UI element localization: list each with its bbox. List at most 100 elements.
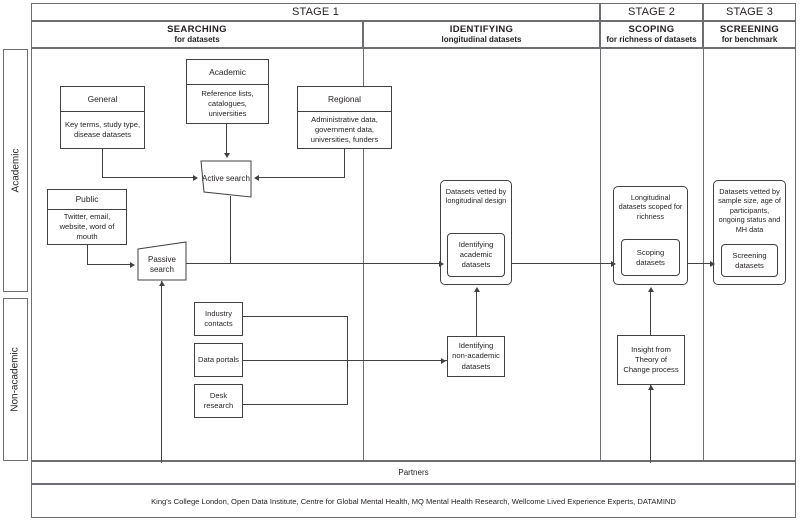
stage-3-header-cell xyxy=(703,3,796,21)
scoping-vetted-text: Longitudinal datasets scoped for richnes… xyxy=(618,193,683,221)
rail-academic: Academic xyxy=(3,49,28,292)
rail-academic-label: Academic xyxy=(10,148,21,193)
phase-screening-title: SCREENING xyxy=(719,24,780,36)
screening-datasets-label: Screening datasets xyxy=(732,250,767,270)
source-card-regional: Regional Administrative data, government… xyxy=(297,86,392,149)
stage-1-header-cell xyxy=(31,3,600,21)
connector-public-arrow xyxy=(130,261,135,268)
phase-searching-cell xyxy=(31,21,363,48)
scoping-vetted-container: Longitudinal datasets scoped for richnes… xyxy=(613,186,688,285)
column-divider-scoping xyxy=(600,48,601,461)
source-card-general-body: Key terms, study type, disease datasets xyxy=(64,119,141,139)
identifying-vetted-text: Datasets vetted by longitudinal design xyxy=(445,187,507,206)
process-passive-search: Passive search xyxy=(137,241,187,281)
rail-non-academic: Non-academic xyxy=(3,298,28,461)
phase-screening: SCREENING for benchmark xyxy=(703,21,796,48)
source-card-public-head: Public xyxy=(48,190,126,210)
connector-bus-main-arrow xyxy=(439,260,444,267)
connector-regional-arrow xyxy=(254,174,259,181)
column-divider-screening xyxy=(703,48,704,461)
connector-dataportals-to-identifying xyxy=(243,360,447,361)
connector-general-right xyxy=(102,177,194,178)
connector-insight-down-to-partners xyxy=(650,385,651,463)
phase-identifying-sub: longitudinal datasets xyxy=(441,35,522,45)
phase-screening-sub: for benchmark xyxy=(721,35,778,45)
identifying-non-academic-box: Identifying non-academic datasets xyxy=(447,336,505,377)
phase-screening-cell xyxy=(703,21,796,48)
connector-identifying-to-scoping-arrow xyxy=(611,260,616,267)
phase-identifying-title: IDENTIFYING xyxy=(449,24,514,36)
connector-academic-to-active xyxy=(226,124,227,154)
phase-identifying-cell xyxy=(363,21,600,48)
identifying-vetted-container: Datasets vetted by longitudinal design I… xyxy=(440,180,512,285)
source-card-academic: Academic Reference lists, catalogues, un… xyxy=(186,59,269,124)
connector-nonacademic-up xyxy=(476,290,477,336)
phase-scoping-sub: for richness of datasets xyxy=(606,35,697,45)
connector-regional-down xyxy=(344,149,345,177)
source-industry-contacts-label: Industry contacts xyxy=(204,308,233,328)
stage-3-label-text: STAGE 3 xyxy=(725,5,774,18)
source-card-public: Public Twitter, email, website, word of … xyxy=(47,189,127,245)
scoping-datasets-label: Scoping datasets xyxy=(636,247,665,267)
connector-regional-left xyxy=(259,177,345,178)
connector-desk-right xyxy=(243,404,347,405)
screening-datasets-box: Screening datasets xyxy=(721,244,778,277)
phase-scoping-cell xyxy=(600,21,703,48)
source-card-public-body: Twitter, email, website, word of mouth xyxy=(59,211,115,241)
phase-scoping-title: SCOPING xyxy=(628,24,675,36)
column-divider-identifying xyxy=(363,48,364,461)
connector-public-right xyxy=(87,264,131,265)
partners-list: King's College London, Open Data Institu… xyxy=(151,496,676,506)
stage-2-label: STAGE 2 xyxy=(600,3,703,21)
source-data-portals: Data portals xyxy=(194,343,243,377)
rail-non-academic-label: Non-academic xyxy=(10,347,22,412)
connector-scoping-to-screening-arrow xyxy=(710,260,715,267)
source-data-portals-label: Data portals xyxy=(198,354,239,364)
stage-2-label-text: STAGE 2 xyxy=(627,5,676,18)
source-industry-contacts: Industry contacts xyxy=(194,302,243,336)
partners-list-row xyxy=(31,484,796,518)
source-card-regional-body: Administrative data, government data, un… xyxy=(310,114,379,144)
connector-passive-up-arrow xyxy=(158,281,165,286)
phase-scoping: SCOPING for richness of datasets xyxy=(600,21,703,48)
stage-3-label: STAGE 3 xyxy=(703,3,796,21)
connector-identifying-to-scoping xyxy=(512,263,613,264)
insight-theory-of-change-box: Insight from Theory of Change process xyxy=(617,335,685,385)
source-card-academic-head: Academic xyxy=(187,60,268,85)
connector-general-arrow xyxy=(193,174,198,181)
source-card-academic-body: Reference lists, catalogues, universitie… xyxy=(201,88,254,118)
connector-academic-to-active-arrow xyxy=(223,153,230,158)
phase-searching-sub: for datasets xyxy=(174,35,220,45)
connector-active-to-bus xyxy=(230,196,231,263)
screening-vetted-container: Datasets vetted by sample size, age of p… xyxy=(713,180,786,285)
connector-public-down xyxy=(87,245,88,264)
body-top-divider xyxy=(31,48,796,49)
source-desk-research: Desk research xyxy=(194,384,243,418)
connector-general-down xyxy=(102,149,103,177)
phase-searching-title: SEARCHING xyxy=(167,24,227,36)
scoping-datasets-box: Scoping datasets xyxy=(621,239,680,276)
connector-passive-down-to-partners xyxy=(161,281,162,463)
source-card-general: General Key terms, study type, disease d… xyxy=(60,86,145,149)
connector-scoping-to-screening xyxy=(688,263,713,264)
phase-identifying: IDENTIFYING longitudinal datasets xyxy=(363,21,600,48)
identifying-non-academic-label: Identifying non-academic datasets xyxy=(452,341,500,371)
stage-1-label: STAGE 1 xyxy=(31,3,600,21)
source-card-general-head: General xyxy=(61,87,144,112)
insight-theory-of-change-label: Insight from Theory of Change process xyxy=(623,344,679,374)
connector-insight-up xyxy=(650,290,651,335)
connector-nonacademic-up-arrow xyxy=(473,287,480,292)
connector-industry-right xyxy=(243,316,347,317)
source-card-regional-head: Regional xyxy=(298,87,391,112)
partners-row xyxy=(31,461,796,484)
phase-searching: SEARCHING for datasets xyxy=(31,21,363,48)
process-active-search: Active search xyxy=(200,160,252,198)
source-desk-research-label: Desk research xyxy=(203,390,234,410)
identifying-academic-datasets-box: Identifying academic datasets xyxy=(447,233,505,277)
connector-nonacademic-arrow xyxy=(441,357,446,364)
identifying-academic-datasets-label: Identifying academic datasets xyxy=(458,240,494,269)
screening-vetted-text: Datasets vetted by sample size, age of p… xyxy=(718,187,781,234)
connector-insight-up-arrow xyxy=(647,287,654,292)
stage-2-header-cell xyxy=(600,3,703,21)
